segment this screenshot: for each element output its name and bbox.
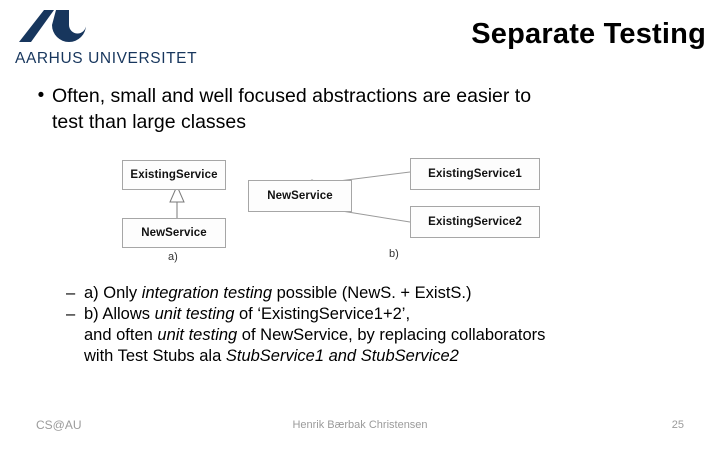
sub-segment: with Test Stubs ala <box>84 347 226 365</box>
au-logo-icon <box>19 10 86 42</box>
slide-footer: CS@AU Henrik Bærbak Christensen 25 <box>0 418 720 434</box>
sub-list-continuation-line: and often unit testing of NewService, by… <box>66 325 696 346</box>
uml-box-existing-service: ExistingService <box>122 160 226 190</box>
sub-segment-emphasis: unit testing <box>157 326 238 344</box>
uml-caption-b: b) <box>389 248 399 260</box>
bullet-item: • Often, small and well focused abstract… <box>30 83 690 135</box>
bullet-line: Often, small and well focused abstractio… <box>52 85 532 107</box>
sub-segment: and often <box>84 326 158 344</box>
uml-box-new-service-a: NewService <box>122 218 226 248</box>
sub-segment-emphasis: StubService1 and StubService2 <box>225 347 459 365</box>
sub-segment: of NewService, by replacing collaborator… <box>237 326 546 344</box>
sub-list-text: b) Allows unit testing of ‘ExistingServi… <box>84 304 410 325</box>
sub-segment-emphasis: unit testing <box>154 305 235 323</box>
brand-name: AARHUS UNIVERSITET <box>15 50 198 67</box>
sub-segment: possible (NewS. + ExistS.) <box>272 284 472 302</box>
sub-list-item: – b) Allows unit testing of ‘ExistingSer… <box>66 304 696 325</box>
footer-author: Henrik Bærbak Christensen <box>292 419 428 431</box>
dash-marker-icon: – <box>66 284 76 302</box>
uml-caption-a: a) <box>168 251 178 263</box>
sub-segment: of ‘ExistingService1+2’, <box>234 305 411 323</box>
bullet-text: Often, small and well focused abstractio… <box>52 83 531 135</box>
dash-marker-icon: – <box>66 305 76 323</box>
bullet-line: test than large classes <box>52 111 247 133</box>
page-title: Separate Testing <box>471 18 706 50</box>
sub-list-continuation-line: with Test Stubs ala StubService1 and Stu… <box>66 346 696 367</box>
sub-list-item: – a) Only integration testing possible (… <box>66 283 696 304</box>
uml-box-new-service-b: NewService <box>248 180 352 212</box>
footer-page-number: 25 <box>671 419 684 431</box>
bullet-marker-icon: • <box>37 85 45 106</box>
uml-box-existing-service-1: ExistingService1 <box>410 158 540 190</box>
sub-segment: a) Only <box>84 284 142 302</box>
sub-list-text: a) Only integration testing possible (Ne… <box>84 283 472 304</box>
brand-logo: AARHUS UNIVERSITET <box>14 8 204 70</box>
footer-org: CS@AU <box>36 418 82 432</box>
sub-segment: b) Allows <box>84 305 155 323</box>
bullet-list: • Often, small and well focused abstract… <box>30 83 690 135</box>
sub-list: – a) Only integration testing possible (… <box>66 283 696 367</box>
sub-segment-emphasis: integration testing <box>141 284 273 302</box>
uml-box-existing-service-2: ExistingService2 <box>410 206 540 238</box>
uml-diagram: ExistingService NewService NewService Ex… <box>100 150 600 265</box>
